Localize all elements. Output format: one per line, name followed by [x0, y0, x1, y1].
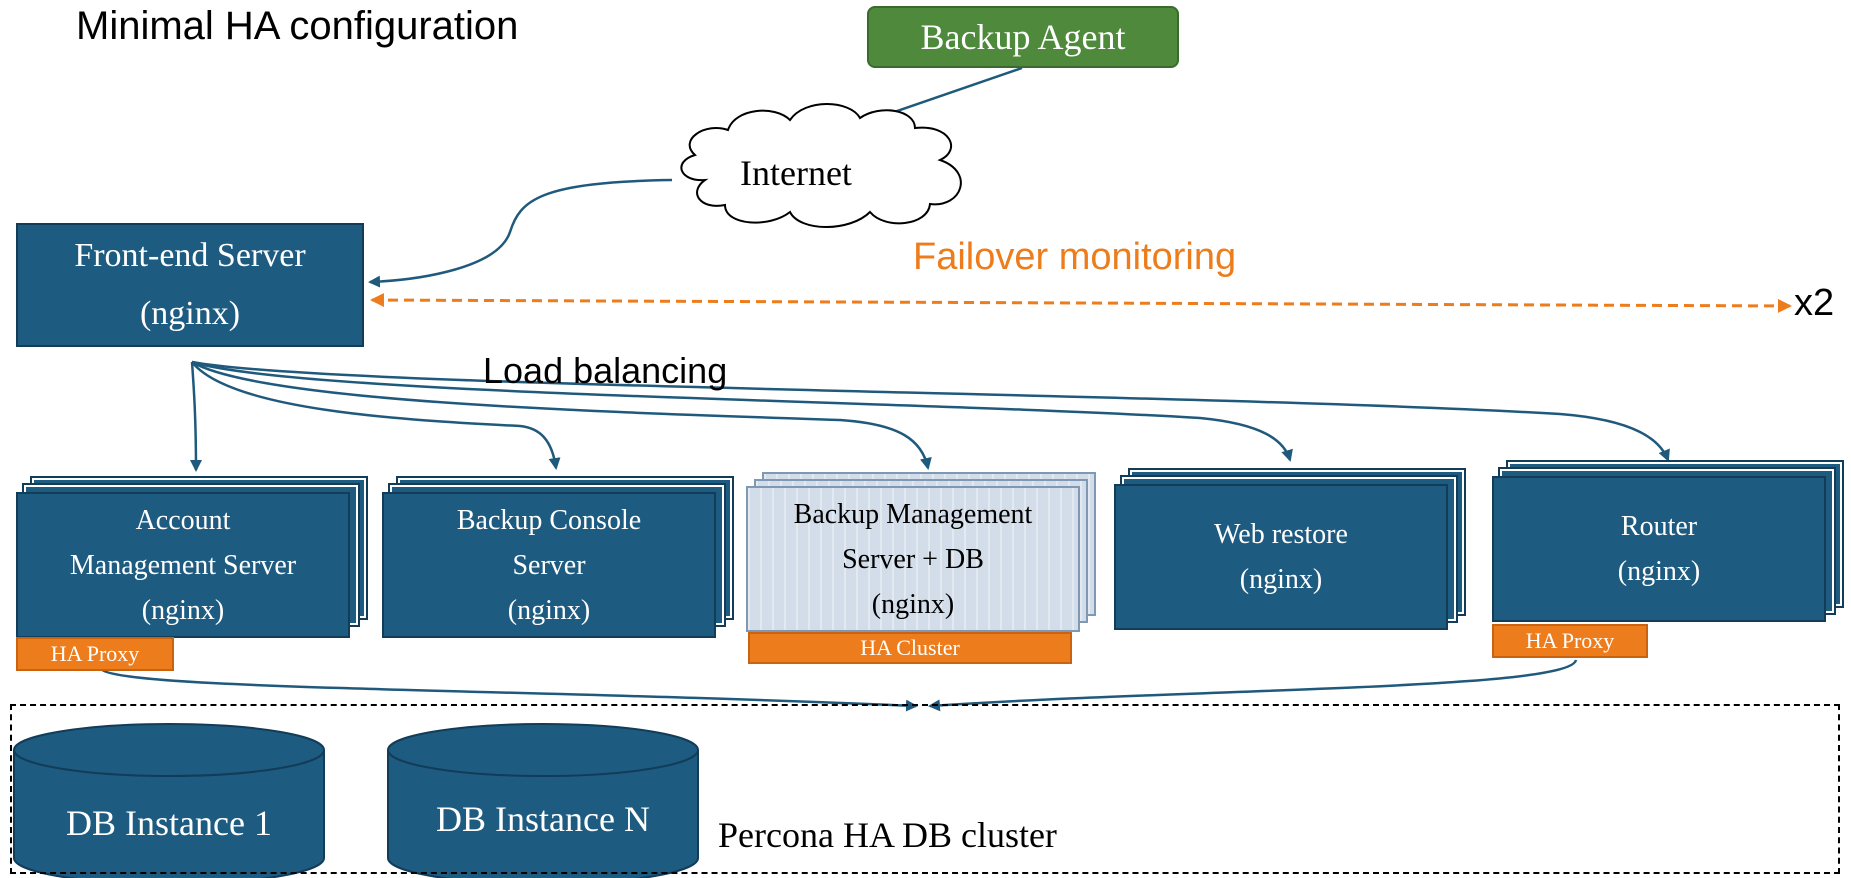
router-ha-proxy-tag: HA Proxy [1492, 624, 1648, 658]
db-instance-n-label: DB Instance N [436, 799, 650, 839]
db-instance-n-cylinder [387, 723, 699, 878]
account-management-server-node: Account Management Server (nginx) [16, 492, 350, 638]
account-ha-proxy-tag: HA Proxy [16, 637, 174, 671]
internet-to-frontend-connector [368, 178, 673, 288]
db-instance-1-cylinder [13, 723, 325, 878]
webrestore-line2: (nginx) [1239, 564, 1323, 595]
load-balancing-label: Load balancing [483, 350, 728, 391]
management-server-line1: Backup Management [793, 498, 1033, 530]
backup-management-server-node: Backup Management Server + DB (nginx) [746, 486, 1080, 632]
lb-to-webrestore-connector [191, 360, 1293, 462]
failover-monitoring-label: Failover monitoring [913, 236, 1237, 278]
webrestore-line1: Web restore [1214, 519, 1348, 550]
lb-to-management-connector [191, 360, 932, 470]
frontend-server-title: Front-end Server [74, 237, 306, 274]
console-server-line2: Server [512, 549, 586, 581]
failover-monitoring-line [370, 293, 1792, 313]
router-line1: Router [1620, 511, 1698, 542]
console-server-line3: (nginx) [507, 594, 591, 626]
account-server-line1: Account [135, 504, 231, 536]
backup-console-server-node: Backup Console Server (nginx) [382, 492, 716, 638]
frontend-server-node: Front-end Server (nginx) [16, 223, 364, 347]
router-line2: (nginx) [1617, 556, 1701, 587]
backup-agent-label: Backup Agent [920, 17, 1126, 57]
db-cluster-label: Percona HA DB cluster [718, 815, 1057, 855]
router-node: Router (nginx) [1492, 476, 1826, 622]
haproxy-left-to-db-connector [98, 667, 918, 712]
lb-to-account-connector [189, 361, 202, 472]
lb-to-console-connector [191, 361, 561, 470]
account-server-line2: Management Server [69, 549, 297, 581]
web-restore-node: Web restore (nginx) [1114, 484, 1448, 630]
db-cluster-boundary [10, 704, 1840, 874]
lb-to-router-connector [191, 360, 1670, 462]
internet-cloud-icon [680, 103, 962, 228]
diagram-title: Minimal HA configuration [76, 4, 519, 48]
internet-label: Internet [740, 153, 852, 193]
management-ha-cluster-tag: HA Cluster [748, 632, 1072, 664]
backup-agent-node: Backup Agent [867, 6, 1179, 68]
multiplier-label: x2 [1794, 282, 1835, 324]
management-server-line3: (nginx) [871, 588, 955, 620]
frontend-server-subtitle: (nginx) [139, 295, 241, 332]
console-server-line1: Backup Console [456, 504, 642, 536]
account-server-line3: (nginx) [141, 594, 225, 626]
haproxy-right-to-db-connector [928, 659, 1578, 712]
management-server-line2: Server + DB [842, 543, 984, 575]
db-instance-1-label: DB Instance 1 [66, 803, 272, 843]
